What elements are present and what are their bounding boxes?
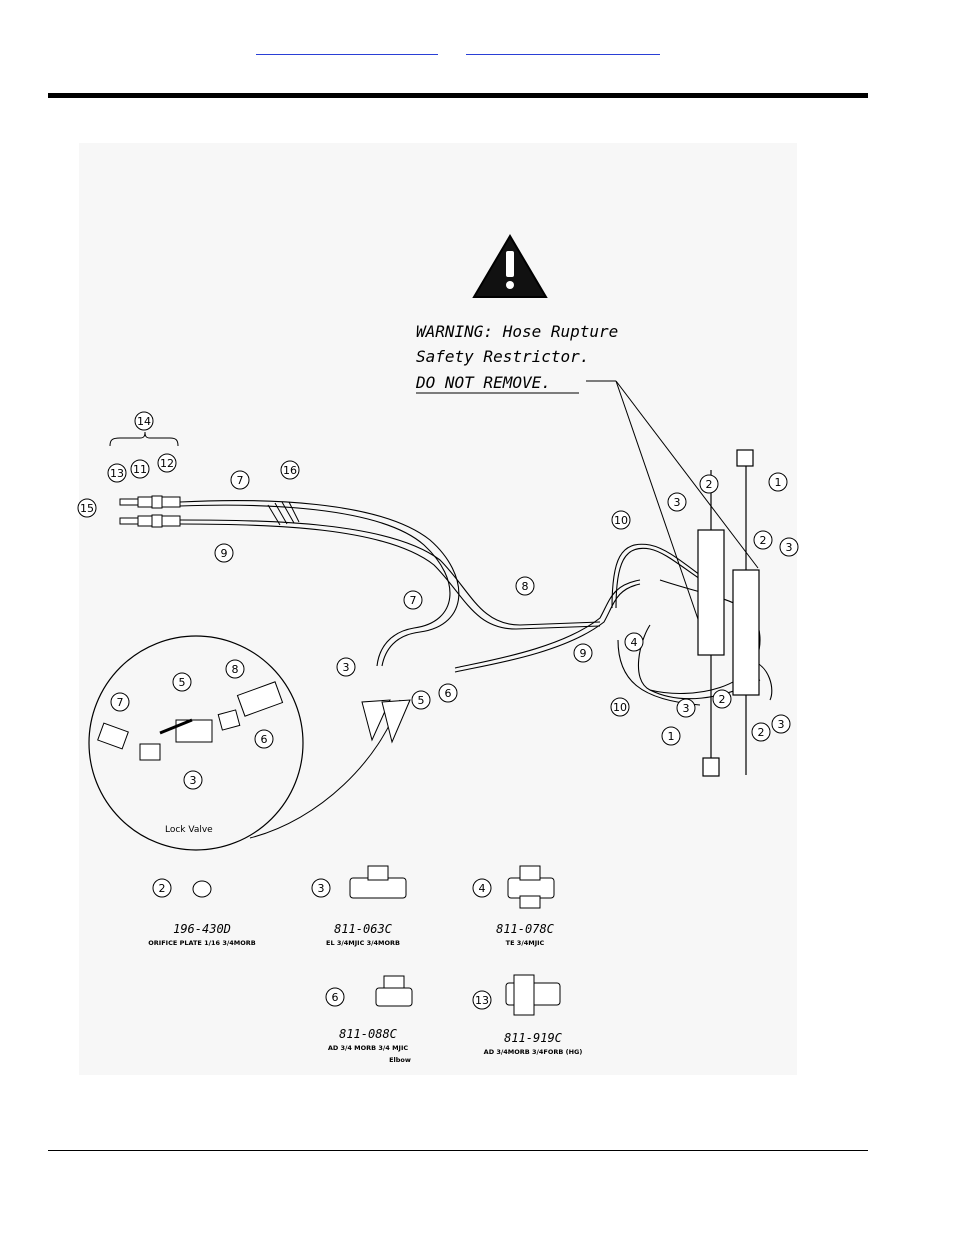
svg-text:5: 5 xyxy=(418,694,425,707)
header-link-1[interactable] xyxy=(256,36,438,55)
svg-text:11: 11 xyxy=(133,463,147,476)
svg-text:9: 9 xyxy=(580,647,587,660)
svg-text:3: 3 xyxy=(674,496,681,509)
svg-text:2: 2 xyxy=(706,478,713,491)
svg-text:TE 3/4MJIC: TE 3/4MJIC xyxy=(506,939,545,947)
svg-text:7: 7 xyxy=(237,474,244,487)
svg-text:6: 6 xyxy=(445,687,452,700)
svg-text:13: 13 xyxy=(110,467,124,480)
svg-text:8: 8 xyxy=(522,580,529,593)
callouts xyxy=(77,411,799,1010)
hydraulic-cylinders xyxy=(697,449,760,777)
svg-text:3: 3 xyxy=(343,661,350,674)
warning-leaders xyxy=(586,380,759,626)
svg-text:5: 5 xyxy=(179,676,186,689)
inset-label: Lock Valve xyxy=(165,825,213,835)
callout-numbers: 14 13 11 12 15 7 16 9 7 8 9 3 5 6 10 4 1… xyxy=(80,415,793,1007)
svg-text:AD 3/4MORB 3/4FORB (HG): AD 3/4MORB 3/4FORB (HG) xyxy=(484,1048,583,1056)
inset-circle xyxy=(88,635,304,851)
part-drawings xyxy=(192,865,561,1016)
svg-text:3: 3 xyxy=(778,718,785,731)
svg-text:10: 10 xyxy=(614,514,628,527)
warning-line-2: Safety Restrictor. xyxy=(416,347,589,366)
svg-text:15: 15 xyxy=(80,502,94,515)
footer-rule xyxy=(48,1150,868,1151)
parts-list: 196-430D ORIFICE PLATE 1/16 3/4MORB 811-… xyxy=(148,922,582,1064)
svg-text:4: 4 xyxy=(479,882,486,895)
svg-text:1: 1 xyxy=(775,476,782,489)
svg-text:811-063C: 811-063C xyxy=(334,922,393,936)
svg-text:Elbow: Elbow xyxy=(389,1056,411,1064)
header-link-2[interactable] xyxy=(466,36,660,55)
svg-text:3: 3 xyxy=(190,774,197,787)
svg-text:7: 7 xyxy=(410,594,417,607)
svg-text:16: 16 xyxy=(283,464,297,477)
quick-couplers xyxy=(119,495,181,528)
svg-text:1: 1 xyxy=(668,730,675,743)
warning-icon xyxy=(472,234,548,298)
svg-text:2: 2 xyxy=(758,726,765,739)
svg-text:AD 3/4 MORB 3/4 MJIC: AD 3/4 MORB 3/4 MJIC xyxy=(328,1044,409,1052)
svg-text:12: 12 xyxy=(160,457,174,470)
diagram-background xyxy=(79,143,797,1075)
svg-text:2: 2 xyxy=(760,534,767,547)
svg-text:196-430D: 196-430D xyxy=(173,922,231,936)
svg-text:6: 6 xyxy=(332,991,339,1004)
svg-text:3: 3 xyxy=(683,702,690,715)
svg-text:13: 13 xyxy=(475,994,489,1007)
svg-text:2: 2 xyxy=(159,882,166,895)
hose-lines xyxy=(179,500,773,706)
svg-text:4: 4 xyxy=(631,636,638,649)
svg-text:ORIFICE PLATE 1/16 3/4MORB: ORIFICE PLATE 1/16 3/4MORB xyxy=(148,939,255,947)
lock-valve-drawing xyxy=(97,681,284,761)
svg-text:811-088C: 811-088C xyxy=(339,1027,398,1041)
svg-text:3: 3 xyxy=(318,882,325,895)
svg-text:811-919C: 811-919C xyxy=(504,1031,563,1045)
svg-text:2: 2 xyxy=(719,693,726,706)
svg-text:811-078C: 811-078C xyxy=(496,922,555,936)
svg-text:3: 3 xyxy=(786,541,793,554)
svg-text:7: 7 xyxy=(117,696,124,709)
svg-text:9: 9 xyxy=(221,547,228,560)
hose-wrap xyxy=(267,501,300,526)
header-rule xyxy=(48,93,868,98)
svg-text:10: 10 xyxy=(613,701,627,714)
warning-line-1: WARNING: Hose Rupture xyxy=(416,322,618,341)
svg-text:EL 3/4MJIC 3/4MORB: EL 3/4MJIC 3/4MORB xyxy=(326,939,400,947)
svg-text:6: 6 xyxy=(261,733,268,746)
svg-text:14: 14 xyxy=(137,415,151,428)
svg-text:8: 8 xyxy=(232,663,239,676)
warning-line-3: DO NOT REMOVE. xyxy=(415,373,551,392)
